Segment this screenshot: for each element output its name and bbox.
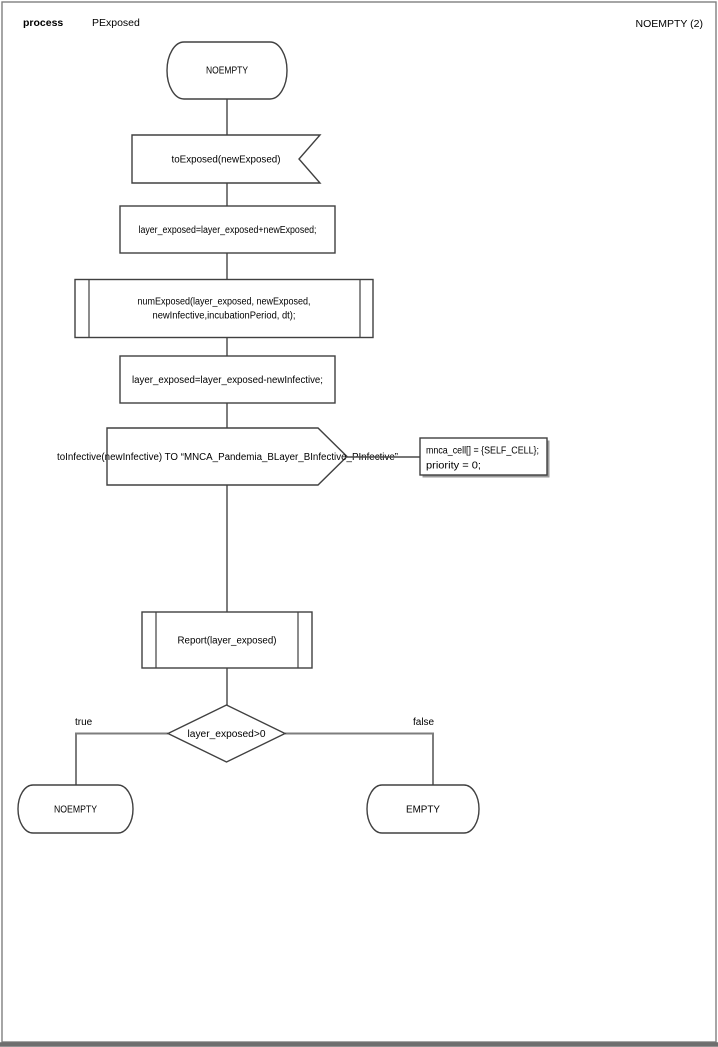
comment-shape[interactable] xyxy=(419,437,548,476)
comment-box[interactable]: mnca_cell[] = {SELF_CELL}; priority = 0; xyxy=(419,437,550,478)
procedure-numexposed-line2: newInfective,incubationPeriod, dt); xyxy=(153,311,296,322)
branch-true-label: true xyxy=(75,717,93,728)
state-shape[interactable] xyxy=(166,41,288,100)
send-signal-label: toInfective(newInfective) TO “MNCA_Pande… xyxy=(57,452,398,463)
start-state-label: NOEMPTY xyxy=(206,66,248,77)
procedure-numexposed-line1: numExposed(layer_exposed, newExposed, xyxy=(138,297,311,308)
procedure-shape[interactable] xyxy=(74,278,374,339)
procedure-call-report[interactable]: Report(layer_exposed) xyxy=(141,611,313,669)
receive-signal-toexposed[interactable]: toExposed(newExposed) xyxy=(131,134,322,184)
decision-shape[interactable] xyxy=(166,704,287,763)
start-state-noempty[interactable]: NOEMPTY xyxy=(166,41,288,100)
task-sub-infective[interactable]: layer_exposed=layer_exposed-newInfective… xyxy=(119,355,336,404)
comment-line2: priority = 0; xyxy=(426,461,481,472)
procedure-shape[interactable] xyxy=(141,611,313,669)
decision-layer-exposed[interactable]: layer_exposed>0 xyxy=(166,704,287,763)
send-signal-toinfective[interactable]: toInfective(newInfective) TO “MNCA_Pande… xyxy=(57,427,398,486)
state-shape[interactable] xyxy=(366,784,480,834)
send-signal-shape[interactable] xyxy=(106,427,348,486)
header-process-name: PExposed xyxy=(92,17,140,29)
procedure-report-label: Report(layer_exposed) xyxy=(178,636,277,647)
branch-false-connector xyxy=(285,732,434,785)
task-shape[interactable] xyxy=(119,355,336,404)
decision-label: layer_exposed>0 xyxy=(188,729,266,740)
task-add-label: layer_exposed=layer_exposed+newExposed; xyxy=(139,225,317,236)
header-page-ref: NOEMPTY (2) xyxy=(636,18,703,30)
next-state-false-label: EMPTY xyxy=(406,805,440,816)
procedure-call-numexposed[interactable]: numExposed(layer_exposed, newExposed, ne… xyxy=(74,278,374,339)
task-shape[interactable] xyxy=(119,205,336,254)
state-shape[interactable] xyxy=(17,784,134,834)
task-sub-label: layer_exposed=layer_exposed-newInfective… xyxy=(132,375,323,386)
comment-line1: mnca_cell[] = {SELF_CELL}; xyxy=(426,446,539,457)
next-state-noempty[interactable]: NOEMPTY xyxy=(17,784,134,834)
receive-signal-label: toExposed(newExposed) xyxy=(172,155,281,166)
branch-false-label: false xyxy=(413,717,435,728)
branch-true-connector xyxy=(75,732,168,785)
task-add-exposed[interactable]: layer_exposed=layer_exposed+newExposed; xyxy=(119,205,336,254)
flow-connectors xyxy=(75,99,434,785)
next-state-true-label: NOEMPTY xyxy=(54,805,97,816)
receive-signal-shape[interactable] xyxy=(131,134,322,184)
header-kind-label: process xyxy=(23,17,63,29)
next-state-empty[interactable]: EMPTY xyxy=(366,784,480,834)
